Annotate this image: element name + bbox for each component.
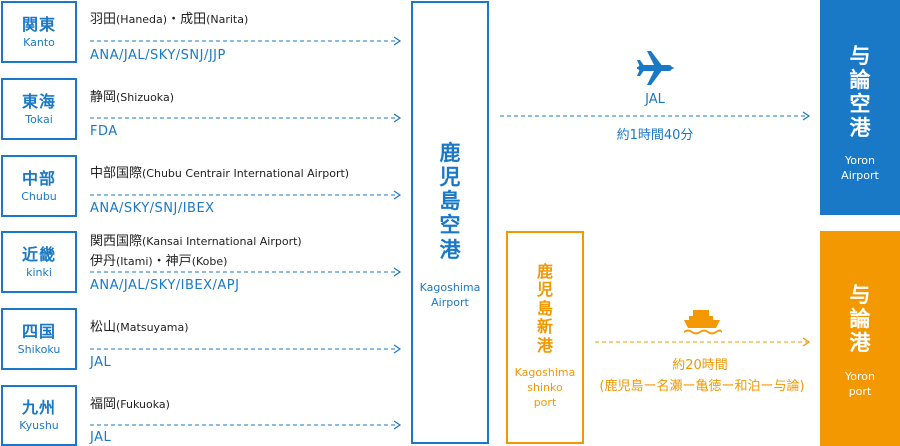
origin-airports-kanto: 羽田(Haneda)・成田(Narita)	[90, 11, 248, 28]
kagoshima-shinko-port-name-en: Kagoshima shinko port	[514, 365, 576, 409]
origin-airports-kinki-2: 伊丹(Itami)・神戸(Kobe)	[90, 253, 227, 270]
region-name-en: Tokai	[25, 112, 53, 126]
region-box-kinki: 近畿 kinki	[1, 231, 77, 293]
region-name-en: Kyushu	[19, 419, 59, 432]
airlines-chubu: ANA/SKY/SNJ/IBEX	[90, 201, 215, 216]
region-box-tokai: 東海 Tokai	[1, 78, 77, 140]
kagoshima-airport-name: 鹿 児 島 空 港	[439, 141, 461, 262]
region-box-kanto: 関東 Kanto	[1, 1, 77, 63]
origin-airports-kinki-1: 関西国際(Kansai International Airport)	[90, 233, 302, 250]
origin-name-en: (Shizuoka)	[116, 91, 175, 104]
origin-name: 中部国際	[90, 166, 143, 181]
region-box-shikoku: 四国 Shikoku	[1, 308, 77, 370]
region-name: 東海	[21, 91, 56, 111]
origin-name: 関西国際	[90, 234, 143, 249]
region-name: 関東	[21, 14, 56, 34]
kagoshima-shinko-port-box: 鹿 児 島 新 港 Kagoshima shinko port	[506, 231, 584, 444]
ferry-icon	[684, 310, 722, 335]
kagoshima-airport-name-en: Kagoshima Airport	[419, 280, 481, 309]
origin-name: 静岡	[90, 90, 117, 105]
yoron-port-name-en: Yoron port	[845, 370, 875, 399]
origin-name: 伊丹	[90, 254, 117, 269]
yoron-port-box: 与 論 港 Yoron port	[820, 231, 900, 446]
origin-airports-shikoku: 松山(Matsuyama)	[90, 319, 189, 336]
kagoshima-shinko-port-name: 鹿 児 島 新 港	[536, 262, 553, 355]
origin-name: ・神戸	[152, 254, 192, 269]
region-name-en: Kanto	[23, 35, 55, 49]
region-name-en: Chubu	[21, 189, 57, 203]
ferry-route: (鹿児島ー名瀬ー亀徳ー和泊ー与論)	[599, 379, 805, 394]
airlines-kanto: ANA/JAL/SKY/SNJ/JJP	[90, 48, 226, 63]
region-name-en: Shikoku	[17, 342, 61, 356]
origin-name-en: (Narita)	[206, 13, 249, 26]
origin-name: 松山	[90, 320, 117, 335]
yoron-port-name: 与 論 港	[849, 283, 871, 356]
yoron-airport-name-en: Yoron Airport	[841, 153, 879, 182]
yoron-airport-name: 与 論 空 港	[849, 44, 871, 141]
origin-name-en: (Chubu Centrair International Airport)	[142, 167, 350, 180]
origin-name: 羽田	[90, 12, 117, 27]
region-name: 中部	[21, 168, 56, 188]
origin-name-en: (Kansai International Airport)	[142, 235, 302, 248]
origin-name: 福岡	[90, 397, 117, 412]
kagoshima-airport-box: 鹿 児 島 空 港 Kagoshima Airport	[411, 1, 489, 444]
flight-duration: 約1時間40分	[616, 128, 694, 143]
region-name: 近畿	[21, 244, 56, 264]
origin-airports-tokai: 静岡(Shizuoka)	[90, 89, 174, 106]
region-name: 九州	[21, 398, 56, 417]
region-box-kyushu: 九州 Kyushu	[1, 385, 77, 446]
origin-name-en: (Kobe)	[191, 255, 228, 268]
airlines-kyushu: JAL	[90, 430, 112, 445]
flight-airline: JAL	[645, 92, 665, 107]
origin-name-en: (Matsuyama)	[116, 321, 189, 334]
origin-airports-chubu: 中部国際(Chubu Centrair International Airpor…	[90, 165, 349, 182]
airlines-kinki: ANA/JAL/SKY/IBEX/APJ	[90, 278, 240, 293]
origin-name-en: (Fukuoka)	[116, 398, 170, 411]
airlines-shikoku: JAL	[90, 355, 112, 370]
yoron-airport-box: 与 論 空 港 Yoron Airport	[820, 0, 900, 215]
origin-name-en: (Haneda)	[116, 13, 168, 26]
origin-name-en: (Itami)	[116, 255, 153, 268]
airplane-icon	[637, 51, 674, 85]
region-name: 四国	[21, 321, 56, 341]
origin-airports-kyushu: 福岡(Fukuoka)	[90, 396, 170, 413]
airlines-tokai: FDA	[90, 124, 118, 139]
region-name-en: kinki	[26, 265, 52, 279]
ferry-duration: 約20時間	[672, 358, 728, 373]
region-box-chubu: 中部 Chubu	[1, 155, 77, 217]
origin-name: ・成田	[167, 12, 207, 27]
